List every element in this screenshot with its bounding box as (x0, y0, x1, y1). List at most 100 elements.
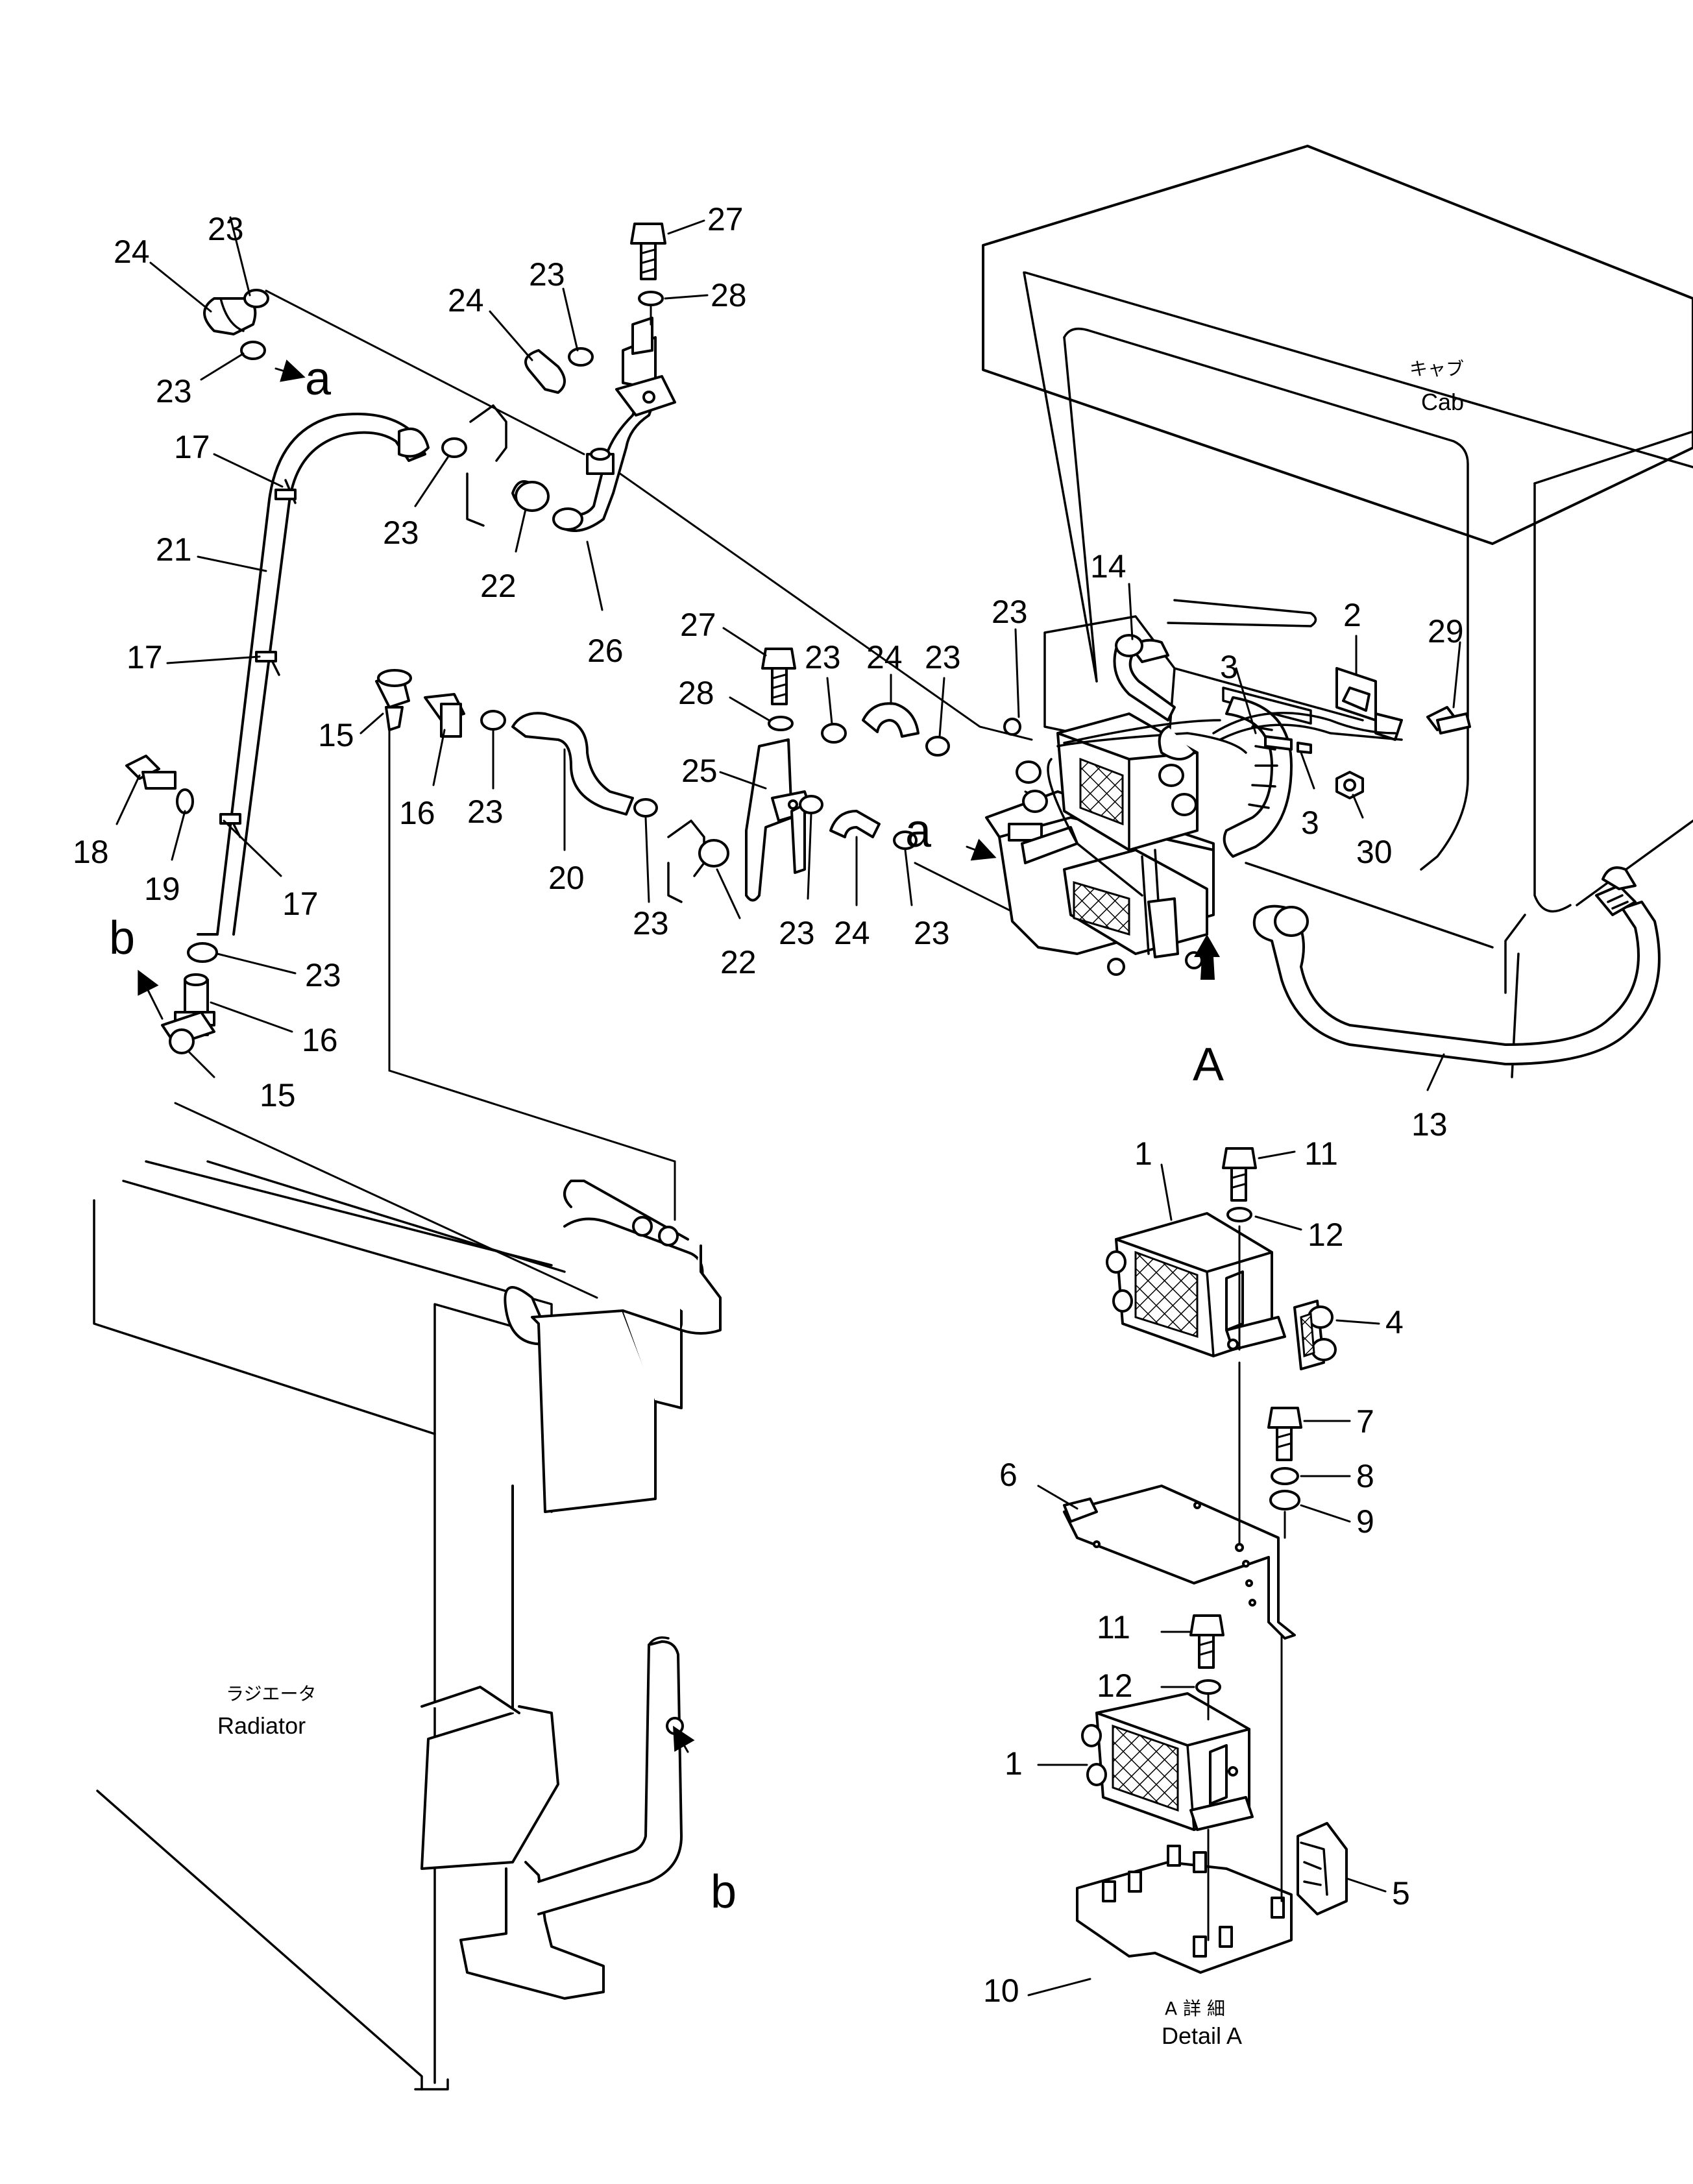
callout-24-b: 24 (448, 282, 484, 319)
radiator-caption-en: Radiator (217, 1712, 306, 1739)
bolt-27-center (761, 648, 796, 705)
callout-23-j: 23 (779, 915, 815, 951)
arrow-view-a (1194, 934, 1220, 980)
callout-18: 18 (73, 834, 109, 870)
callout-3-a: 3 (1220, 649, 1238, 685)
callout-24-d: 24 (834, 915, 870, 951)
letter-a-center: a (905, 805, 932, 857)
callout-28-b: 28 (678, 675, 714, 711)
letter-b-left: b (109, 912, 135, 964)
callout-23-h: 23 (805, 639, 841, 675)
bolt-11-lower (1189, 1614, 1224, 1669)
callout-17-b: 17 (127, 639, 163, 675)
callout-24-a: 24 (114, 234, 150, 270)
hose-21 (197, 413, 430, 936)
callout-16-a: 16 (302, 1022, 338, 1058)
callout-26: 26 (587, 633, 624, 669)
bolt-11-upper (1222, 1147, 1257, 1202)
clamp-23-center-c (799, 795, 823, 814)
cab-caption-en: Cab (1421, 389, 1464, 415)
callout-12-b: 12 (1097, 1668, 1133, 1704)
callout-29: 29 (1428, 613, 1464, 649)
callout-1-a: 1 (1134, 1135, 1152, 1172)
part-callouts: 23 24 23 17 21 17 18 19 17 23 16 15 23 2… (73, 201, 1464, 2009)
callout-21: 21 (156, 531, 192, 568)
radiator-caption-jp: ラジエータ (226, 1683, 316, 1705)
elbow-24-top-mid (524, 347, 594, 394)
callout-6: 6 (999, 1457, 1017, 1493)
callout-11-a: 11 (1304, 1135, 1338, 1172)
detail-a-heater-upper (1106, 1212, 1286, 1357)
callout-5: 5 (1392, 1875, 1410, 1911)
elbow-24-top-left (203, 297, 257, 335)
callout-12-a: 12 (1308, 1217, 1344, 1253)
bolt-29 (1426, 706, 1471, 734)
detail-a-leader-lines (1207, 1225, 1286, 1941)
bracket-2 (1335, 667, 1403, 741)
clamp-23-mid-a (480, 710, 506, 731)
callout-15-a: 15 (260, 1077, 296, 1113)
washer-12-upper (1226, 1207, 1252, 1222)
callout-22-b: 22 (720, 944, 757, 980)
radiator-outline (93, 1160, 722, 2091)
detail-a-caption-jp: A 詳 細 (1165, 1998, 1225, 2019)
callout-4: 4 (1385, 1304, 1404, 1341)
callout-20: 20 (548, 860, 585, 896)
clamps-near-hose-top (441, 404, 550, 527)
callout-10: 10 (983, 1972, 1019, 2009)
callout-23-k: 23 (914, 915, 950, 951)
callout-1-b: 1 (1005, 1745, 1023, 1782)
detail-a-caption-en: Detail A (1162, 2022, 1242, 2049)
drain-valve-15-lower-left (161, 1011, 215, 1054)
washer-19 (176, 788, 194, 814)
callout-30: 30 (1356, 834, 1393, 870)
detail-a-heater-lower (1081, 1692, 1254, 1831)
callout-27-a: 27 (707, 201, 744, 237)
base-10 (1076, 1845, 1293, 1974)
callout-27-b: 27 (680, 607, 716, 643)
callout-16-b: 16 (399, 795, 435, 831)
callout-17-c: 17 (282, 886, 319, 922)
washer-9 (1269, 1490, 1300, 1511)
clamp-23-center-b (925, 736, 950, 757)
clamp-23-mid-b (633, 798, 658, 818)
elbow-24-center-top (862, 702, 920, 738)
callout-28-a: 28 (711, 277, 747, 313)
joint-22-mid (667, 819, 729, 903)
reference-letters: a a b b A (109, 353, 1224, 1918)
nipple-top (586, 448, 615, 475)
callout-23-e: 23 (529, 256, 565, 293)
bracket-valve-top (615, 317, 676, 417)
callout-23-d: 23 (383, 515, 419, 551)
callout-14: 14 (1090, 548, 1127, 585)
callout-17-a: 17 (174, 429, 210, 465)
callout-8: 8 (1356, 1458, 1374, 1494)
callout-23-l: 23 (992, 594, 1028, 630)
bolt-27-top (630, 223, 666, 280)
washer-28-center (768, 716, 794, 731)
callout-23-i: 23 (925, 639, 961, 675)
elbow-24-center-bottom (829, 810, 881, 838)
callout-23-c: 23 (305, 957, 341, 993)
callout-7: 7 (1356, 1403, 1374, 1440)
drain-valve-15-mid (375, 669, 412, 731)
hose-13 (1252, 866, 1661, 1065)
callout-3-b: 3 (1301, 805, 1319, 841)
bolt-18 (125, 755, 177, 790)
clamp-23-center-a (821, 723, 847, 744)
nut-30 (1335, 771, 1364, 799)
clamp-23-lower-left (187, 942, 218, 963)
callout-23-b: 23 (156, 373, 192, 409)
cab-caption-jp: キャブ (1409, 358, 1464, 380)
bracket-valve-25 (745, 738, 812, 902)
callout-24-c: 24 (866, 639, 903, 675)
callout-23-f: 23 (467, 794, 504, 830)
callout-22-a: 22 (480, 568, 517, 604)
letter-b-bottom: b (711, 1866, 737, 1918)
callout-9: 9 (1356, 1503, 1374, 1540)
washer-28-top (638, 291, 664, 306)
hose-20 (511, 712, 634, 816)
callout-11-b: 11 (1097, 1609, 1130, 1645)
callout-2: 2 (1343, 597, 1361, 633)
bolt-7 (1267, 1407, 1302, 1461)
